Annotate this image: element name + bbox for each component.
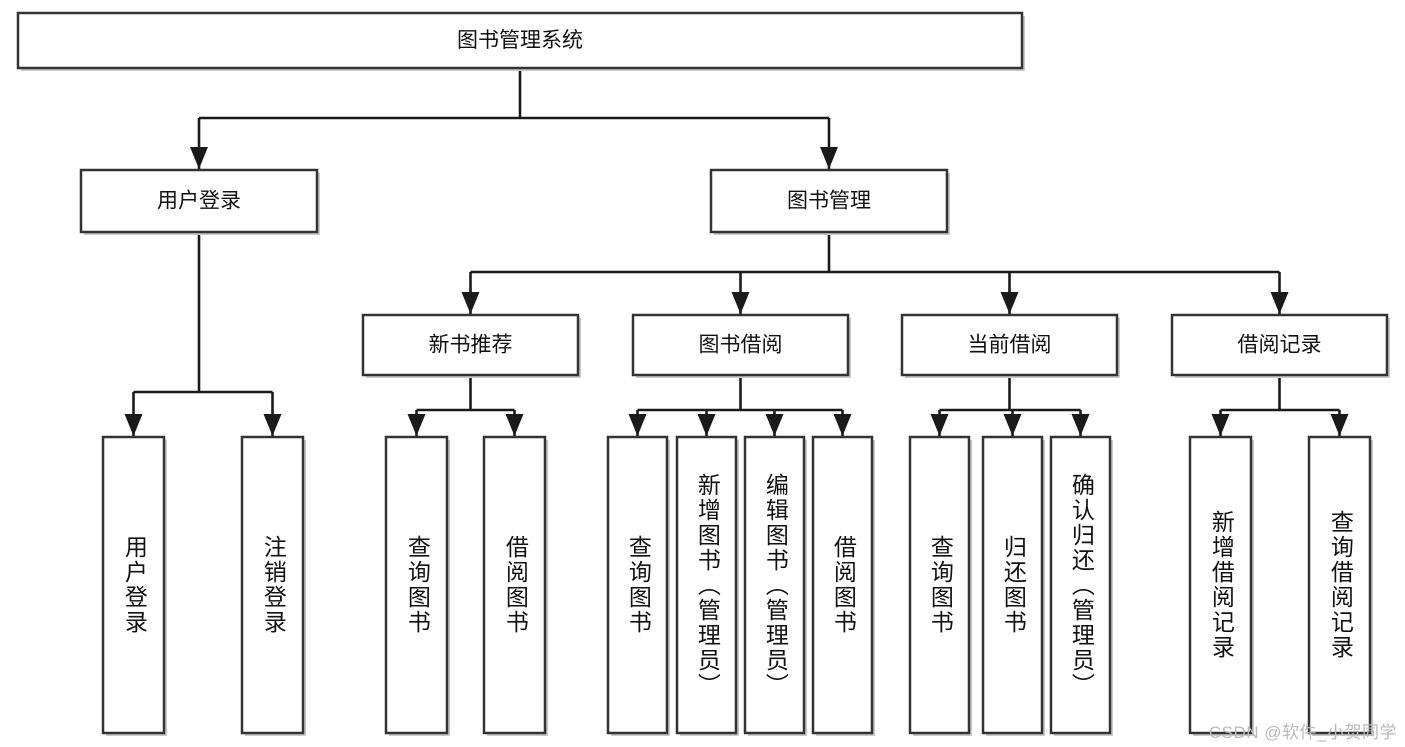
arrow-head-icon [124,414,143,436]
leaf-node-8[interactable] [908,435,971,735]
leaf-node-7[interactable] [811,435,874,735]
arrow-head-icon [1071,414,1090,436]
arrow-head-icon [1330,414,1349,436]
leaf-node-12[interactable] [1307,435,1372,735]
watermark: CSDN @软件_小贺同学 [1208,723,1397,742]
arrow-head-icon [505,414,524,436]
arrow-head-icon [263,414,282,436]
leaf-node-9[interactable] [981,435,1044,735]
level2-node-label-1: 图书管理 [787,190,871,213]
arrow-head-icon [765,414,784,436]
leaf-node-1[interactable] [240,435,305,735]
arrow-head-icon [930,414,949,436]
arrow-head-icon [833,414,852,436]
root-node-label-0: 图书管理系统 [457,29,583,52]
arrow-head-icon [628,414,647,436]
arrow-head-icon [731,292,750,314]
leaf-node-3[interactable] [482,435,547,735]
arrow-head-icon [697,414,716,436]
leaf-node-5[interactable] [675,435,738,735]
arrow-head-icon [820,147,838,169]
level3-node-label-1: 图书借阅 [699,334,783,357]
arrow-head-icon [190,147,208,169]
level3-node-2[interactable] [900,313,1119,377]
leaf-node-10[interactable] [1049,435,1112,735]
root-node-0[interactable] [16,11,1024,70]
level3-node-label-2: 当前借阅 [968,334,1052,357]
level3-node-1[interactable] [631,313,850,377]
connector-layer [124,68,1349,436]
level2-node-1[interactable] [709,168,949,234]
level3-node-label-3: 借阅记录 [1238,334,1322,357]
level2-node-label-0: 用户登录 [157,190,241,213]
leaf-node-4[interactable] [606,435,669,735]
arrow-head-icon [461,292,480,314]
arrow-head-icon [1003,414,1022,436]
leaf-node-2[interactable] [384,435,449,735]
level3-node-3[interactable] [1170,313,1389,377]
leaf-node-6[interactable] [743,435,806,735]
level2-node-0[interactable] [79,168,319,234]
arrow-head-icon [1270,292,1289,314]
leaf-node-0[interactable] [101,435,166,735]
arrow-head-icon [407,414,426,436]
leaf-node-11[interactable] [1188,435,1253,735]
arrow-head-icon [1000,292,1019,314]
arrow-head-icon [1211,414,1230,436]
node-box-layer [16,11,1390,736]
level3-node-0[interactable] [361,313,580,377]
level3-node-label-0: 新书推荐 [429,334,513,357]
